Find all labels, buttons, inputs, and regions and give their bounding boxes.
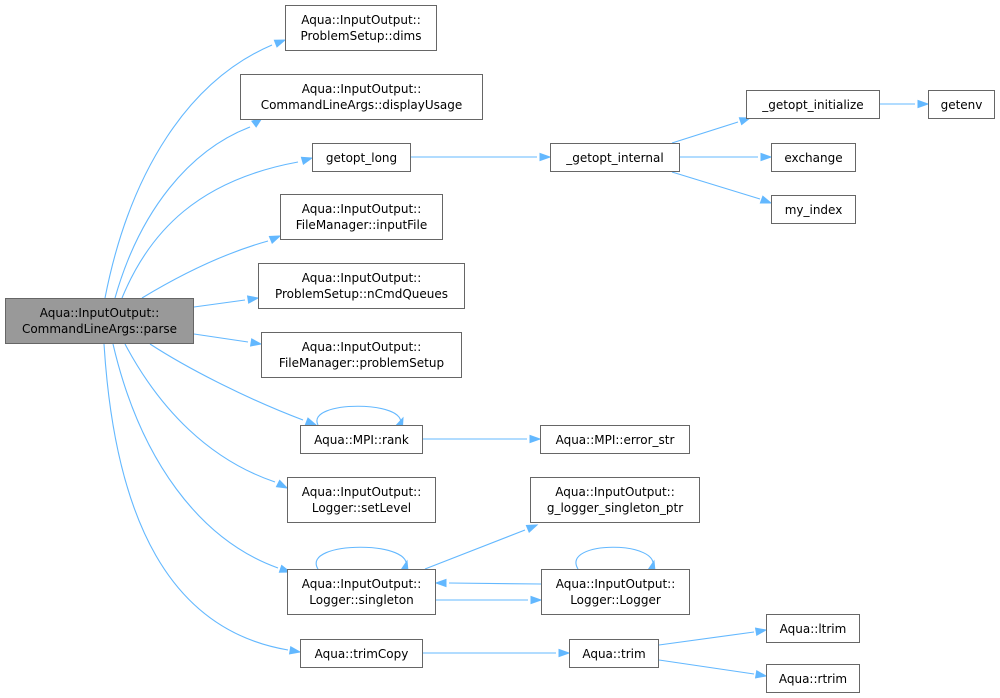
node-getopt-internal[interactable]: _getopt_internal [550,143,680,172]
edge-mpirank-errorstr [423,434,542,444]
node-label-line1: _getopt_initialize [762,97,864,112]
node-g-logger-singleton-ptr[interactable]: Aqua::InputOutput:: g_logger_singleton_p… [530,477,700,523]
node-my-index[interactable]: my_index [771,195,856,224]
edge-singleton-loggerctor-arrowhead [530,595,543,605]
node-logger-setlevel[interactable]: Aqua::InputOutput:: Logger::setLevel [287,477,436,523]
edge-internal-myindex [671,171,773,204]
edge-parse-mpirank-arrowhead [304,417,318,426]
edge-trim-ltrim [658,627,768,646]
node-logger-logger[interactable]: Aqua::InputOutput:: Logger::Logger [541,569,690,615]
node-label-line1: Aqua::MPI::rank [314,432,409,447]
edge-singleton-loggerctor [436,595,543,605]
node-label-line1: exchange [784,150,843,165]
node-label-line1: my_index [784,202,843,217]
edge-internal-initialize [671,117,752,144]
node-label-line1: Aqua::InputOutput:: [301,340,422,354]
node-label-line1: Aqua::InputOutput:: [301,577,422,591]
node-label-line1: Aqua::InputOutput:: [555,577,676,591]
node-logger-singleton[interactable]: Aqua::InputOutput:: Logger::singleton [287,569,436,615]
edge-singleton-gloggerptr [424,524,539,570]
edge-initialize-getenv-arrowhead [917,99,930,109]
edge-loggerctor-singleton [434,578,542,588]
node-mpi-rank[interactable]: Aqua::MPI::rank [300,425,423,454]
node-trimcopy[interactable]: Aqua::trimCopy [300,639,423,668]
node-problemsetup-ncmdqueues[interactable]: Aqua::InputOutput:: ProblemSetup::nCmdQu… [258,263,465,309]
edge-singleton-self [315,546,409,573]
edge-parse-singleton [112,343,292,573]
edge-parse-setlevel-arrowhead [275,479,289,489]
edge-trim-ltrim-arrowhead [754,627,768,636]
node-exchange[interactable]: exchange [771,143,856,172]
node-label-line2: ProblemSetup::nCmdQueues [274,287,449,301]
node-label-line2: FileManager::inputFile [295,218,428,232]
node-label-line1: Aqua::InputOutput:: [301,485,422,499]
edge-parse-problemsetup-arrowhead [249,338,263,347]
node-label-line1: Aqua::InputOutput:: [301,13,421,27]
node-label-line2: Logger::setLevel [311,501,412,515]
edge-parse-dims [104,39,287,299]
node-label-line2: ProblemSetup::dims [300,29,422,43]
edge-internal-myindex-arrowhead [759,195,773,204]
node-label-line1: Aqua::InputOutput:: [301,202,422,216]
node-getopt-initialize[interactable]: _getopt_initialize [746,90,880,119]
node-label-line1: Aqua::MPI::error_str [555,432,675,447]
node-rtrim[interactable]: Aqua::rtrim [766,664,860,693]
edge-mpirank-errorstr-arrowhead [529,434,542,444]
edge-parse-problemsetup [193,333,263,347]
node-label-line2: Logger::singleton [309,593,414,607]
node-label-line1: Aqua::InputOutput:: [39,306,160,320]
node-label-line1: getopt_long [325,150,398,165]
node-filemanager-inputfile[interactable]: Aqua::InputOutput:: FileManager::inputFi… [280,194,443,240]
node-label-line1: _getopt_internal [566,150,664,165]
node-label-line1: getenv [940,97,983,112]
node-label-line2: CommandLineArgs::displayUsage [260,98,463,112]
node-getopt-long[interactable]: getopt_long [312,143,411,172]
edge-trimcopy-trim [423,648,571,658]
edge-trimcopy-trim-arrowhead [558,648,571,658]
edge-singleton-gloggerptr-arrowhead [525,524,539,534]
node-label-line2: Logger::Logger [570,593,661,607]
edge-trim-rtrim-arrowhead [754,670,768,679]
edge-trim-rtrim [658,659,768,679]
node-label-line1: Aqua::InputOutput:: [301,82,422,96]
edge-parse-inputfile [141,235,282,299]
edge-parse-trimcopy-arrowhead [288,646,302,655]
node-commandlineargs-displayusage[interactable]: Aqua::InputOutput:: CommandLineArgs::dis… [240,74,483,120]
node-trim[interactable]: Aqua::trim [569,639,659,668]
node-label-line1: Aqua::trim [582,646,646,661]
edge-loggerctor-singleton-arrowhead [434,578,447,588]
edge-internal-initialize-arrowhead [738,117,752,126]
edge-initialize-getenv [880,99,930,109]
edge-loggerctor-self [575,546,656,573]
node-label-line1: Aqua::InputOutput:: [555,485,675,499]
edge-parse-trimcopy [103,343,302,655]
node-getenv[interactable]: getenv [928,90,995,119]
node-label-line2: FileManager::problemSetup [278,356,445,370]
node-label-line2: g_logger_singleton_ptr [546,501,684,515]
node-commandlineargs-parse: Aqua::InputOutput:: CommandLineArgs::par… [5,298,194,344]
edge-parse-getopt-long-arrowhead [300,156,314,166]
edge-parse-mpirank [149,343,318,426]
node-ltrim[interactable]: Aqua::ltrim [766,614,860,643]
node-label-line2: CommandLineArgs::parse [21,322,178,336]
edge-parse-dims-arrowhead [273,39,287,48]
node-problemsetup-dims[interactable]: Aqua::InputOutput:: ProblemSetup::dims [285,5,437,51]
edge-parse-ncmdqueues [193,295,260,308]
node-label-line1: Aqua::InputOutput:: [301,271,422,285]
edge-internal-exchange-arrowhead [760,152,773,162]
edge-parse-ncmdqueues-arrowhead [246,295,260,304]
edge-getoptlong-internal-arrowhead [539,152,552,162]
node-label-line1: Aqua::rtrim [778,671,848,686]
node-label-line1: Aqua::ltrim [779,621,847,636]
edge-parse-inputfile-arrowhead [268,235,282,245]
edge-parse-setlevel [124,343,289,489]
node-label-line1: Aqua::trimCopy [314,646,409,661]
node-filemanager-problemsetup[interactable]: Aqua::InputOutput:: FileManager::problem… [261,332,462,378]
node-mpi-error-str[interactable]: Aqua::MPI::error_str [540,425,690,454]
edge-getoptlong-internal [411,152,552,162]
edge-internal-exchange [680,152,773,162]
edge-parse-getopt-long [121,156,314,299]
